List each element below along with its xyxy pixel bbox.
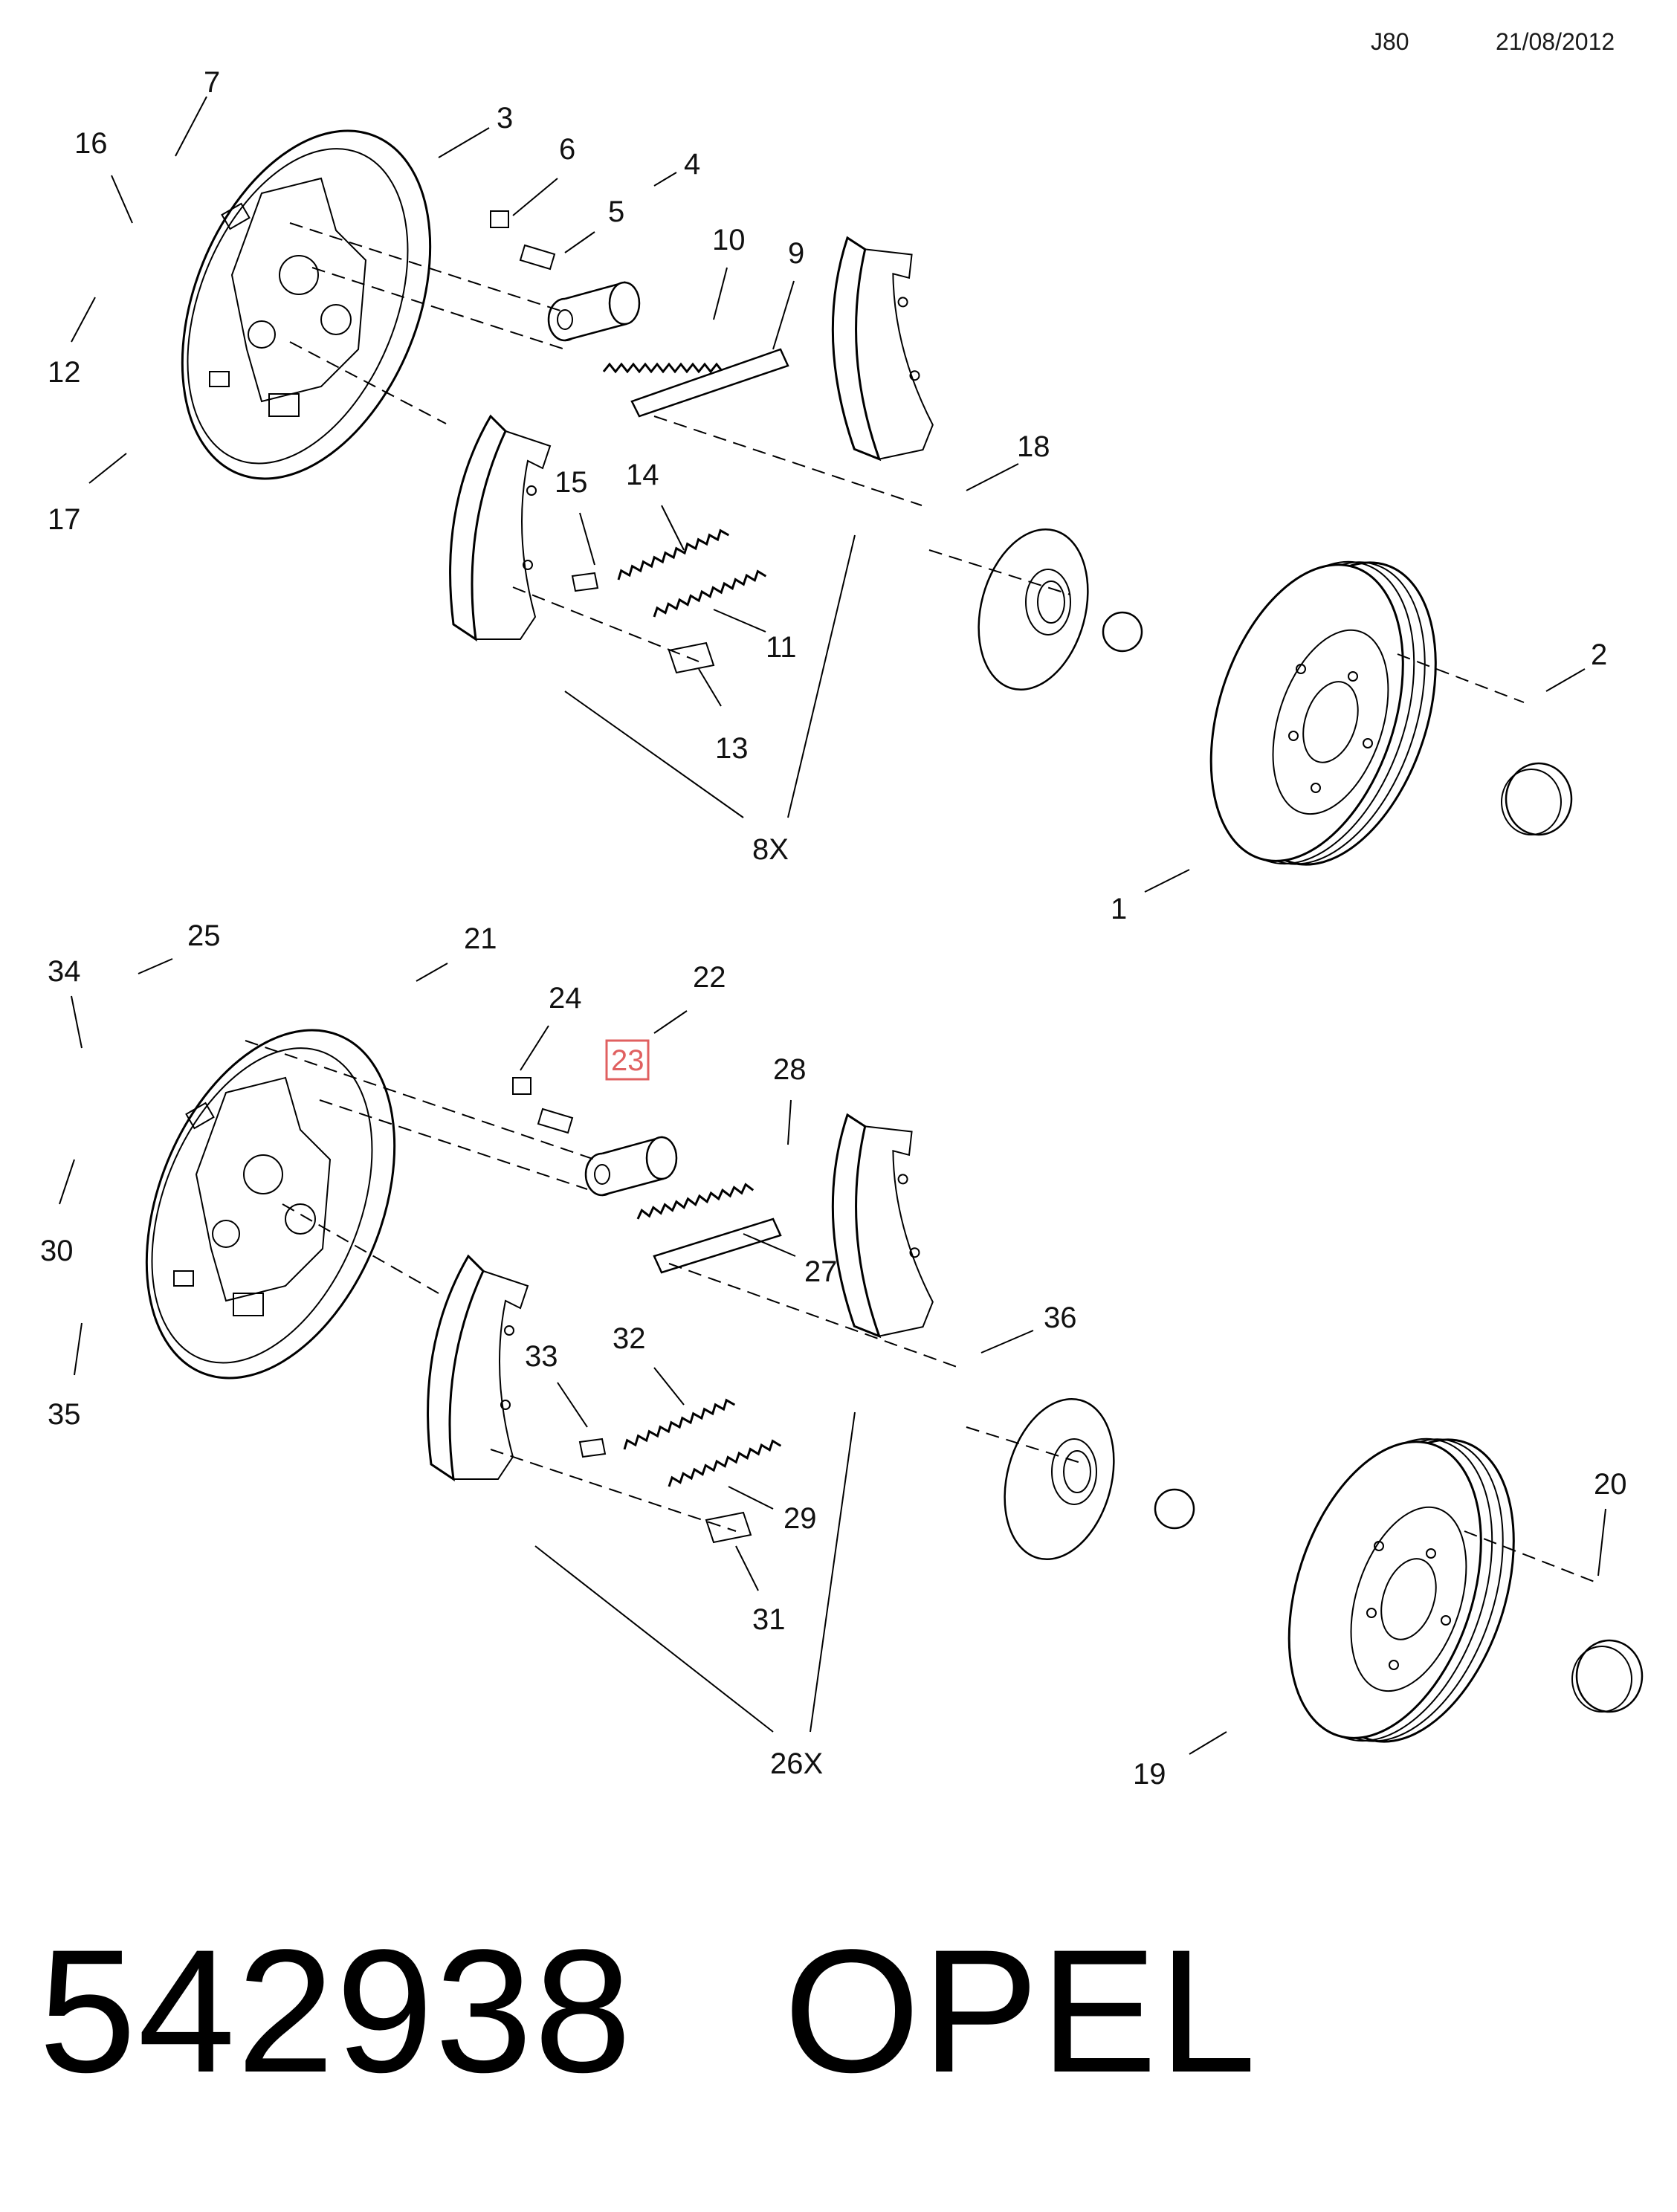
callout-24: 24	[549, 982, 582, 1015]
callout-2: 2	[1591, 638, 1607, 671]
callout-25: 25	[187, 919, 221, 952]
wheel-cylinder-top	[547, 281, 641, 342]
diagram-date: 21/08/2012	[1496, 28, 1615, 55]
brake-drum-top	[1174, 535, 1473, 891]
adjuster-bottom	[653, 1217, 782, 1274]
callout-1: 1	[1111, 893, 1127, 925]
callout-35: 35	[48, 1398, 81, 1431]
callout-19: 19	[1133, 1758, 1166, 1791]
part-number-footer: 542938 OPEL	[39, 1924, 1258, 2099]
callout-7: 7	[204, 66, 220, 99]
callout-34: 34	[48, 955, 81, 988]
callout-3: 3	[497, 102, 513, 135]
dust-cap-top	[1500, 762, 1573, 836]
spring-32	[620, 1397, 736, 1451]
dust-cap-bottom	[1571, 1639, 1644, 1713]
brake-shoe-right-top	[807, 224, 954, 466]
brake-shoe-right-bottom	[807, 1101, 954, 1343]
spring-28	[635, 1182, 755, 1220]
hub-nut-top	[1102, 611, 1143, 653]
callout-23: 23	[611, 1044, 644, 1077]
callout-6: 6	[559, 133, 575, 166]
callout-29: 29	[783, 1502, 817, 1535]
callout-11: 11	[766, 631, 797, 664]
brake-drum-bottom	[1253, 1412, 1551, 1768]
clip-31	[705, 1511, 752, 1544]
callout-12: 12	[48, 356, 81, 389]
callout-labels: 7 3 16 6 4 5 10 9 12 18 17 15 14 11 2 13…	[40, 66, 1627, 1791]
backing-plate-bottom	[97, 992, 444, 1416]
callout-33: 33	[525, 1340, 558, 1373]
callout-27: 27	[804, 1255, 838, 1288]
wheel-cylinder-bottom	[584, 1136, 678, 1197]
callout-4: 4	[684, 148, 700, 181]
callout-16: 16	[74, 127, 108, 160]
callout-13: 13	[715, 732, 749, 765]
bleed-screw-bottom	[512, 1077, 574, 1134]
clip-33	[578, 1438, 607, 1458]
callout-31: 31	[752, 1603, 786, 1636]
diagram-code: J80	[1371, 28, 1409, 55]
spring-11	[650, 568, 767, 618]
spring-14	[614, 527, 730, 581]
callout-26x: 26X	[770, 1747, 823, 1780]
brand-name: OPEL	[783, 1913, 1258, 2109]
brake-shoe-left-top	[449, 415, 552, 641]
part-number: 542938	[39, 1913, 633, 2109]
callout-18: 18	[1017, 430, 1050, 463]
spring-29	[665, 1438, 782, 1488]
callout-20: 20	[1594, 1468, 1627, 1501]
callout-21: 21	[464, 922, 497, 955]
callout-leaders	[59, 96, 1606, 1755]
leader-dashes-bottom	[245, 1040, 1599, 1584]
highlight-box	[605, 1039, 650, 1081]
clip-15	[571, 572, 599, 592]
callout-22: 22	[693, 961, 726, 994]
callout-9: 9	[788, 237, 804, 270]
callout-8x: 8X	[752, 833, 789, 866]
backing-plate-top	[133, 93, 479, 517]
adjuster-top	[630, 348, 789, 418]
callout-5: 5	[608, 195, 624, 228]
brake-shoe-left-bottom	[427, 1255, 529, 1481]
callout-36: 36	[1044, 1301, 1077, 1334]
callout-15: 15	[555, 466, 588, 499]
leader-dashes-top	[289, 222, 1525, 703]
hub-nut-bottom	[1154, 1488, 1195, 1530]
assembly-bottom	[97, 992, 1644, 1768]
hub-top	[960, 516, 1106, 703]
callout-17: 17	[48, 503, 81, 536]
callout-10: 10	[712, 224, 746, 256]
callout-32: 32	[613, 1322, 646, 1355]
assembly-top	[133, 93, 1573, 891]
hub-bottom	[986, 1385, 1132, 1573]
spring-10	[602, 363, 724, 373]
callout-28: 28	[773, 1053, 807, 1086]
bleed-screw-top	[490, 210, 556, 271]
callout-30: 30	[40, 1235, 74, 1267]
callout-14: 14	[626, 459, 659, 491]
